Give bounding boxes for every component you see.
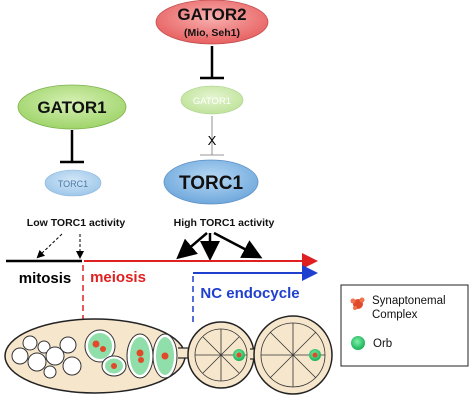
gator1-faded-node: GATOR1: [180, 85, 244, 115]
gator2-node: GATOR2 (Mio, Seh1): [155, 0, 269, 45]
torc1-faded-node: TORC1: [44, 169, 102, 197]
mitosis-label: mitosis: [19, 270, 72, 287]
high-activity-arrows: [176, 231, 263, 261]
nc-endocycle-label: NC endocycle: [200, 285, 299, 302]
blocked-inhibition: X: [200, 116, 224, 156]
meiosis-label: meiosis: [90, 269, 146, 286]
gator2-subtitle: (Mio, Seh1): [184, 27, 240, 39]
torc1-active-label: TORC1: [179, 173, 243, 194]
process-lines: [6, 253, 318, 281]
inhibition-gator2-gator1: [200, 46, 224, 80]
early-cysts: [11, 335, 82, 379]
meiotic-cysts: [84, 329, 178, 379]
gator1-label: GATOR1: [37, 98, 106, 117]
torc1-faded-label: TORC1: [58, 179, 88, 189]
gator2-title: GATOR2: [177, 5, 246, 24]
gator1-node: GATOR1: [17, 84, 127, 130]
legend-synaptonemal-line1: Synaptonemal: [372, 295, 446, 307]
gator1-faded-label: GATOR1: [193, 96, 231, 107]
high-activity-label: High TORC1 activity: [174, 217, 275, 229]
inhibition-gator1-torc1: [60, 130, 84, 164]
orb-icon: [351, 336, 365, 350]
low-activity-label: Low TORC1 activity: [27, 217, 126, 229]
blocked-x-mark: X: [208, 133, 217, 148]
legend-synaptonemal-line2: Complex: [372, 309, 418, 321]
ovariole-illustration: [4, 315, 333, 395]
synaptonemal-complex-icon: [350, 297, 365, 310]
legend: Synaptonemal Complex Orb: [340, 284, 469, 367]
legend-orb: Orb: [373, 338, 392, 350]
torc1-active-node: TORC1: [163, 159, 259, 205]
low-activity-arrows: [36, 233, 84, 259]
